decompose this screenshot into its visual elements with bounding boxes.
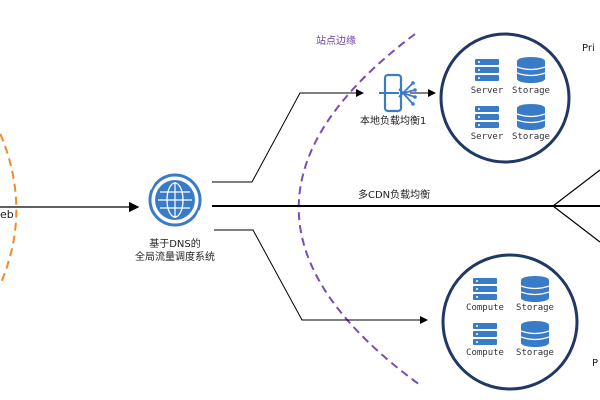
storage-label: Storage (512, 132, 550, 142)
client-region-arc (0, 130, 18, 286)
dns-to-bottom-cluster-arrow (214, 229, 428, 324)
web-label: eb (0, 208, 14, 221)
storage-label: Storage (516, 303, 554, 313)
server-label: Server (470, 132, 504, 142)
bottom-cluster-circle (441, 253, 579, 391)
storage-icon (516, 57, 546, 83)
server-icon (475, 106, 499, 128)
load-balancer-icon (379, 73, 417, 113)
local-lb-label: 本地负载均衡1 (360, 116, 427, 127)
storage-label: Storage (512, 86, 550, 96)
storage-icon (516, 104, 546, 130)
dns-label-line2: 全局流量调度系统 (135, 252, 215, 263)
compute-label: Compute (466, 303, 504, 313)
storage-icon (520, 276, 550, 302)
right-top-partial-label: Pri (582, 43, 595, 54)
storage-label: Storage (516, 348, 554, 358)
compute-icon (473, 278, 497, 300)
site-edge-arc (297, 33, 421, 386)
right-bottom-partial-label: P (592, 358, 599, 369)
site-edge-label: 站点边缘 (316, 36, 356, 47)
storage-icon (520, 321, 550, 347)
compute-label: Compute (466, 348, 504, 358)
dns-globe-icon (145, 173, 205, 227)
dns-label-line1: 基于DNS的 (149, 239, 201, 250)
branch-down-line (552, 205, 600, 243)
branch-up-line (552, 169, 600, 207)
multi-cdn-label: 多CDN负载均衡 (358, 190, 431, 201)
server-label: Server (470, 86, 504, 96)
compute-icon (473, 323, 497, 345)
server-icon (475, 59, 499, 81)
dns-to-lb-arrow (212, 89, 364, 183)
